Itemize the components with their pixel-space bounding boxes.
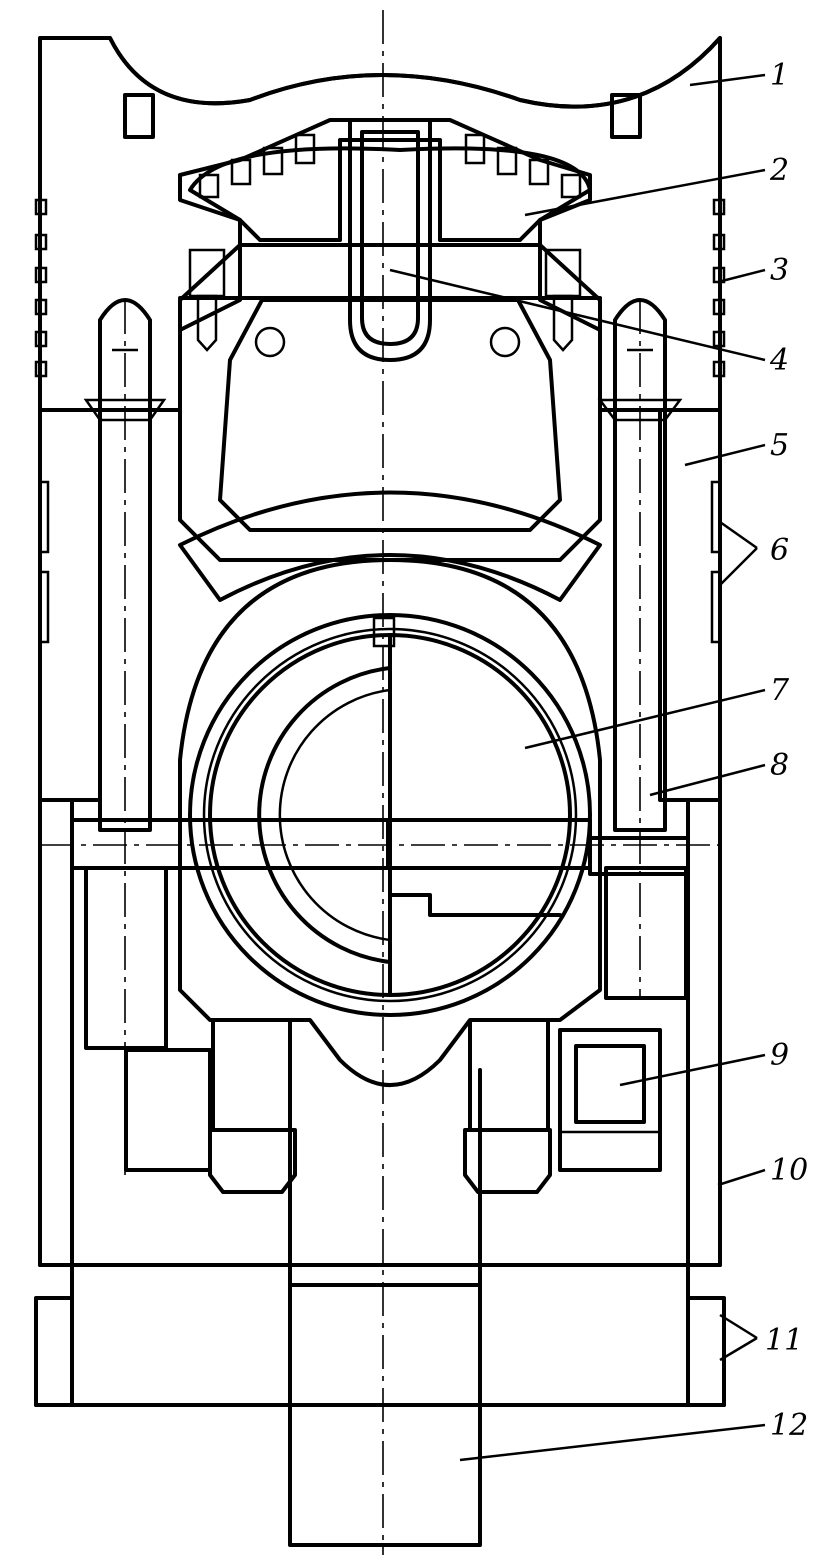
bottom-ring — [34, 1263, 726, 1407]
centerlines — [40, 10, 720, 1555]
callout-12: 12 — [770, 1408, 808, 1443]
crank-pin-bearing — [70, 558, 690, 1087]
callout-1: 1 — [770, 58, 789, 93]
callout-3: 3 — [770, 253, 789, 288]
piston-crown — [34, 36, 726, 412]
callout-labels: 1 2 3 4 5 6 7 8 9 10 11 12 — [765, 58, 808, 1443]
callout-10: 10 — [770, 1153, 808, 1188]
tie-rods — [83, 298, 683, 832]
callout-8: 8 — [770, 748, 789, 783]
piston-rod — [288, 1068, 482, 1547]
rod-body — [178, 118, 602, 602]
callout-6: 6 — [770, 533, 789, 568]
callout-4: 4 — [769, 343, 789, 378]
leader-lines — [389, 73, 766, 1462]
piston-insert — [178, 118, 592, 242]
bolt-nuts — [84, 866, 688, 1194]
callout-2: 2 — [769, 153, 789, 188]
callout-9: 9 — [770, 1038, 789, 1073]
callout-7: 7 — [770, 673, 790, 708]
callout-11: 11 — [765, 1323, 803, 1358]
callout-5: 5 — [770, 428, 789, 463]
